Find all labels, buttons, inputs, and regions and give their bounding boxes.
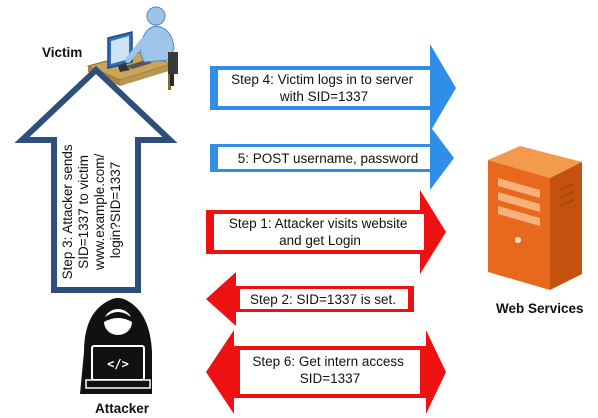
victim-label: Victim	[42, 45, 82, 60]
step5-arrow	[210, 126, 454, 190]
step3-line-2: SID=1337 to victim	[76, 155, 91, 269]
attacker-label: Attacker	[95, 401, 150, 416]
svg-text:</>: </>	[107, 357, 129, 371]
step3-arrow	[14, 65, 178, 293]
step4-line-1: Step 4: Victim logs in to server	[231, 72, 414, 87]
step3-line-4: login?SID=1337	[108, 162, 123, 258]
step4-label: Step 4: Victim logs in to server with SI…	[231, 72, 417, 104]
step3-line-3: www.example.com/	[92, 153, 107, 271]
step1-arrow	[206, 190, 446, 274]
step6-line-2: SID=1337	[300, 371, 360, 386]
step3-label: Step 3: Attacker sends SID=1337 to victi…	[60, 141, 123, 280]
step6-arrow	[206, 330, 446, 414]
step1-line-1: Step 1: Attacker visits website	[229, 216, 408, 231]
attacker-hacker-icon: </>	[80, 298, 152, 394]
step6-label: Step 6: Get intern access SID=1337	[252, 354, 407, 386]
step6-line-1: Step 6: Get intern access	[252, 354, 404, 369]
step5-label: 5: POST username, password	[238, 151, 419, 166]
step3-line-1: Step 3: Attacker sends	[60, 144, 75, 279]
step2-arrow	[206, 272, 414, 326]
web-services-label: Web Services	[496, 301, 584, 316]
step1-label: Step 1: Attacker visits website and get …	[229, 216, 411, 248]
step2-label: Step 2: SID=1337 is set.	[250, 292, 396, 307]
step1-line-2: and get Login	[279, 233, 361, 248]
web-server-icon	[488, 146, 582, 290]
step4-arrow	[210, 44, 456, 132]
victim-workstation-icon	[86, 6, 178, 92]
step4-line-2: with SID=1337	[279, 89, 368, 104]
